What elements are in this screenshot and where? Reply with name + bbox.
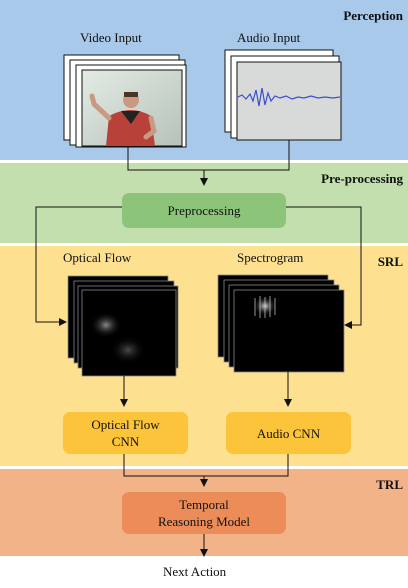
audio-cnn-label: Audio CNN — [257, 425, 320, 442]
optical-flow-cnn-label-line2: CNN — [91, 433, 159, 450]
optical-flow-label: Optical Flow — [63, 250, 131, 266]
temporal-reasoning-label-line2: Reasoning Model — [158, 513, 250, 530]
spectrogram-stack — [218, 275, 344, 372]
optical-flow-stack — [68, 276, 178, 376]
optical-flow-cnn-label-line1: Optical Flow — [91, 416, 159, 433]
video-input-label: Video Input — [80, 30, 142, 46]
preprocessing-box-label: Preprocessing — [168, 202, 241, 219]
preprocessing-box: Preprocessing — [122, 193, 286, 228]
video-frame — [82, 70, 182, 146]
spectrogram-frame — [234, 290, 344, 372]
audio-input-stack — [225, 50, 341, 140]
audio-frame — [237, 62, 341, 140]
temporal-reasoning-box: Temporal Reasoning Model — [122, 492, 286, 534]
audio-cnn-box: Audio CNN — [226, 412, 351, 454]
audio-input-label: Audio Input — [237, 30, 300, 46]
optical-flow-frame — [82, 290, 176, 376]
spectrogram-label: Spectrogram — [237, 250, 303, 266]
optical-flow-cnn-box: Optical Flow CNN — [63, 412, 188, 454]
next-action-label: Next Action — [163, 564, 226, 580]
temporal-reasoning-label-line1: Temporal — [158, 496, 250, 513]
video-input-stack — [64, 55, 186, 147]
